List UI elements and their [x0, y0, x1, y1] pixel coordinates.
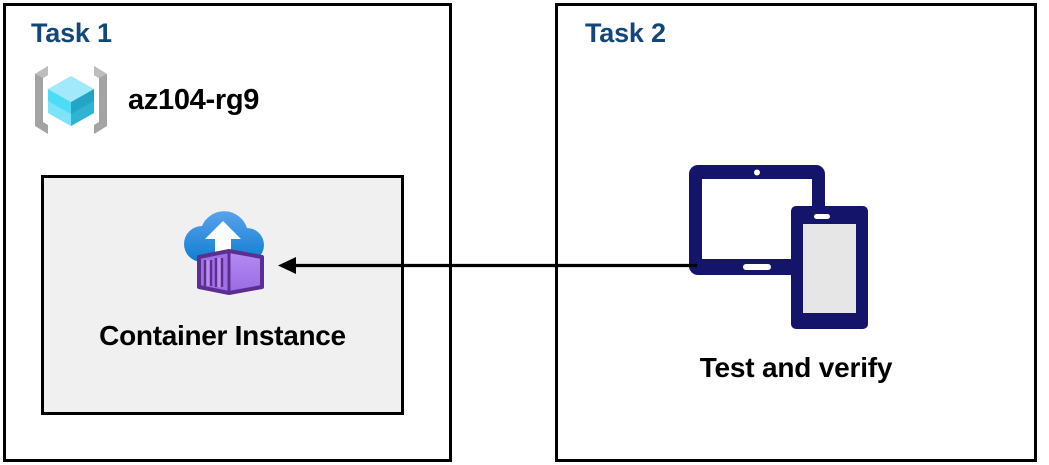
resource-group-label: az104-rg9	[128, 83, 260, 116]
task-2-title: Task 2	[585, 18, 666, 48]
test-and-verify-label: Test and verify	[699, 352, 893, 383]
container-instance-label: Container Instance	[99, 320, 346, 351]
resource-group-icon	[35, 66, 107, 134]
container-instance-card: Container Instance	[41, 175, 404, 415]
devices-tablet-phone-icon	[689, 165, 868, 329]
container-instance-icon	[183, 211, 264, 295]
task-1-title: Task 1	[31, 18, 112, 48]
resource-group-row: az104-rg9	[30, 60, 259, 140]
